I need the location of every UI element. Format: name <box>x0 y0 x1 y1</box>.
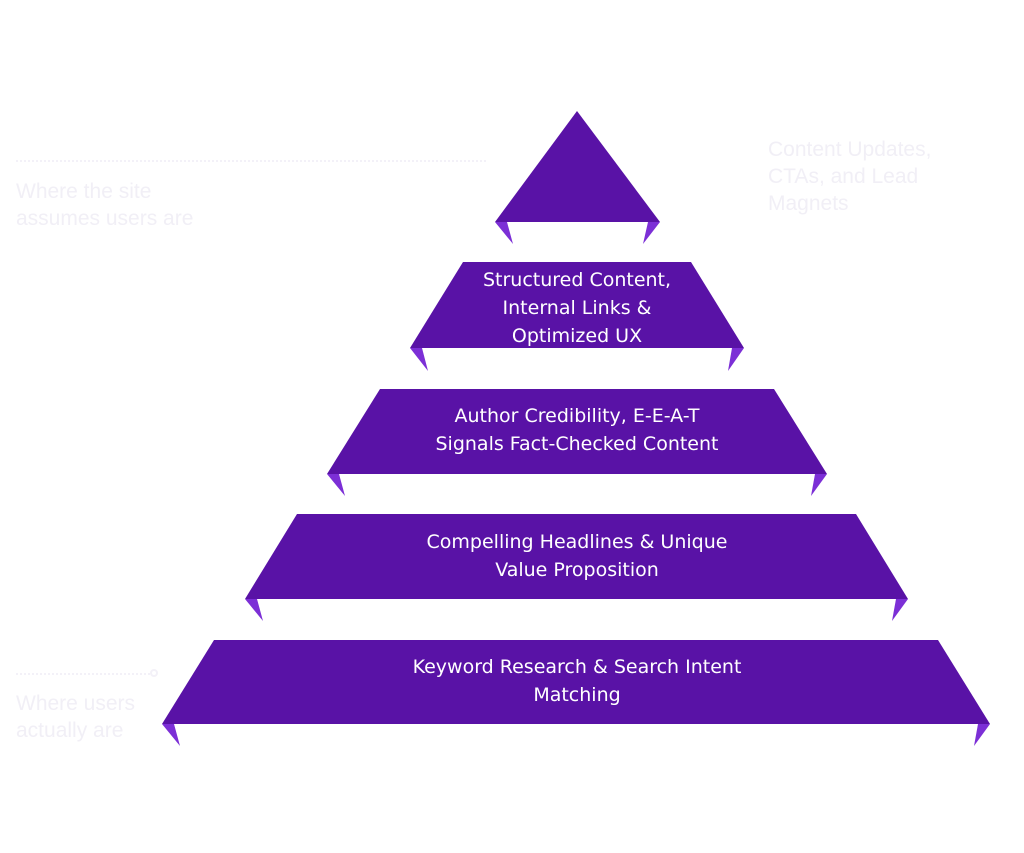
tier-fold-left <box>245 599 263 621</box>
tier-body <box>410 262 744 348</box>
pyramid-tier-author-credibility <box>327 389 827 496</box>
tier-fold-left <box>410 348 428 371</box>
tier-fold-right <box>728 348 744 371</box>
tier-fold-right <box>643 222 660 244</box>
tier-body <box>327 389 827 474</box>
tier-body <box>495 111 660 222</box>
dotted-line-end-dot <box>150 669 158 677</box>
tier-fold-right <box>974 724 990 746</box>
tier-fold-left <box>162 724 180 746</box>
tier-body <box>245 514 908 599</box>
tier-label-structured-content: Structured Content,Internal Links &Optim… <box>482 269 672 347</box>
tier-fold-left <box>327 474 345 496</box>
tier-fold-right <box>892 599 908 621</box>
tier-fold-right <box>811 474 827 496</box>
pyramid-tier-apex <box>495 111 660 244</box>
pyramid-tier-keyword-research <box>162 640 990 746</box>
tier-fold-left <box>495 222 513 244</box>
assumed-position-dotted-line <box>16 160 486 162</box>
tier-body <box>162 640 990 724</box>
pyramid-tier-structured-content <box>410 262 744 371</box>
pyramid-tier-compelling-headlines <box>245 514 908 621</box>
actual-position-dotted-line <box>16 673 150 675</box>
